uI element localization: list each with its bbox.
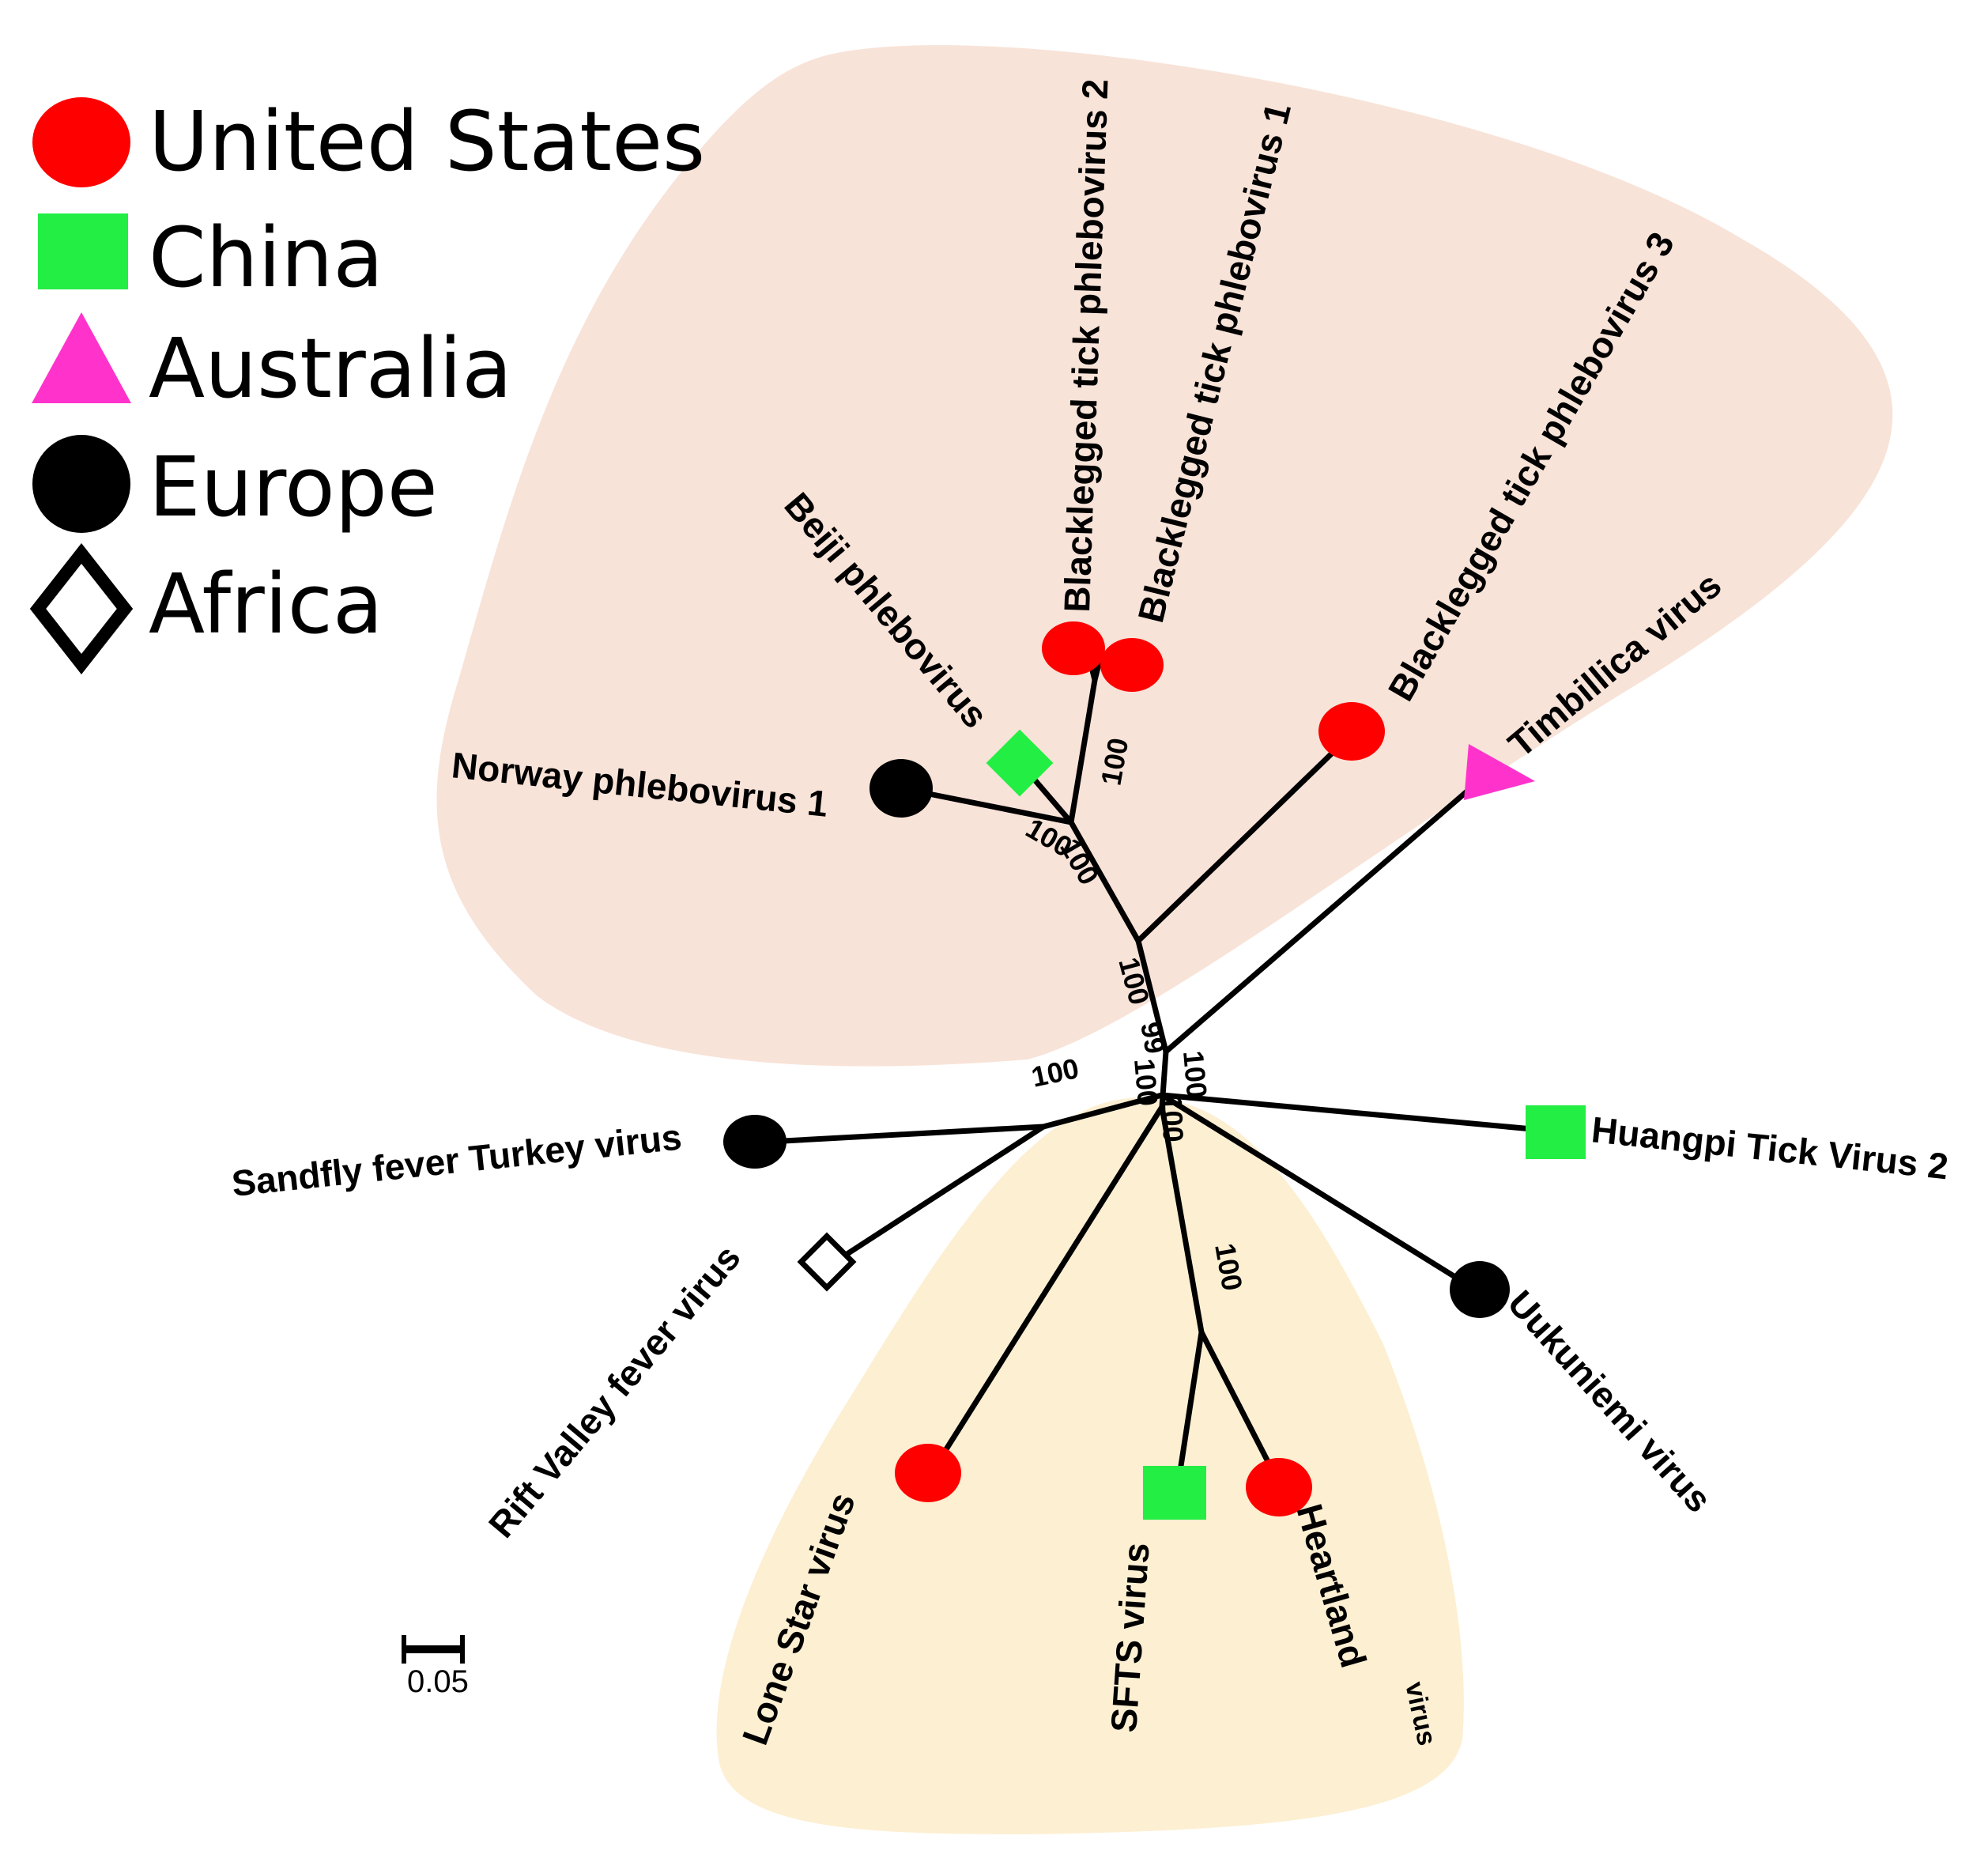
bootstrap-label: 100 — [1156, 1094, 1190, 1143]
legend-item-australia: Australia — [32, 312, 512, 417]
united-states-marker — [1100, 638, 1164, 692]
bootstrap-label: 100 — [1128, 1057, 1164, 1107]
taxon-label-sandfly: Sandfly fever Turkey virus — [230, 1116, 684, 1203]
legend-triangle-icon — [32, 312, 131, 403]
branch-btp12-stem — [1068, 677, 1098, 825]
legend: United States China Australia Europe Afr… — [29, 93, 705, 674]
bootstrap-label: 100 — [1177, 1049, 1213, 1099]
branch-timbillica — [1163, 772, 1489, 1055]
branch-huangpi — [1159, 1092, 1552, 1134]
tip-markers — [723, 621, 1586, 1520]
branch-upper-internal — [1068, 819, 1141, 944]
branch-rift — [827, 1124, 1047, 1268]
taxon-label-uukuniemi: Uukuniemi virus — [1500, 1282, 1720, 1520]
china-marker — [1143, 1466, 1206, 1520]
branch-norway — [930, 791, 1074, 825]
australia-marker — [1464, 744, 1535, 800]
legend-diamond-icon — [29, 543, 134, 674]
branch-btp1 — [1092, 661, 1102, 683]
europe-marker — [1450, 1261, 1510, 1318]
branch-rift-stem — [1040, 1092, 1165, 1130]
legend-item-europe: Europe — [32, 435, 438, 535]
legend-square-icon — [38, 213, 128, 289]
bootstrap-labels: 100 100 100 100 99 100 100 100 100 100 — [1020, 735, 1249, 1293]
branch-sandfly — [752, 1124, 1047, 1146]
legend-circle-icon — [32, 435, 130, 533]
legend-label: Africa — [149, 556, 383, 652]
scale-bar-label: 0.05 — [407, 1664, 469, 1699]
legend-item-china: China — [38, 210, 383, 306]
scale-bar: 0.05 — [402, 1635, 469, 1699]
taxon-label-huangpi: Huangpi Tick Virus 2 — [1590, 1109, 1950, 1187]
europe-marker — [723, 1115, 787, 1169]
united-states-marker — [1318, 702, 1385, 761]
taxon-label-rift: Rift Valley fever virus — [481, 1237, 749, 1546]
clade-upper-shading — [436, 45, 1893, 1067]
bootstrap-label: 100 — [1028, 1052, 1081, 1093]
united-states-marker — [1042, 621, 1105, 675]
legend-label: China — [149, 210, 383, 306]
legend-label: Europe — [149, 439, 438, 535]
china-marker — [1526, 1105, 1586, 1159]
legend-item-africa: Africa — [29, 543, 383, 674]
bootstrap-label: 99 — [1134, 1019, 1171, 1056]
branch-lonestar — [930, 1104, 1165, 1474]
branch-sfts-heartland-stem — [1159, 1104, 1205, 1335]
branch-btp3 — [1135, 746, 1339, 944]
united-states-marker — [895, 1444, 961, 1502]
branch-heartland — [1198, 1329, 1280, 1482]
united-states-marker — [1246, 1458, 1312, 1516]
africa-marker — [797, 1232, 857, 1292]
clade-lower-shading — [716, 1097, 1464, 1834]
legend-circle-icon — [32, 97, 130, 187]
branch-sfts — [1175, 1329, 1205, 1490]
legend-label: United States — [149, 93, 705, 190]
branch-upper-stem — [1135, 938, 1169, 1055]
legend-item-united-states: United States — [32, 93, 705, 190]
europe-marker — [870, 759, 933, 818]
branch-uukuniemi — [1159, 1092, 1477, 1292]
legend-label: Australia — [149, 320, 512, 417]
